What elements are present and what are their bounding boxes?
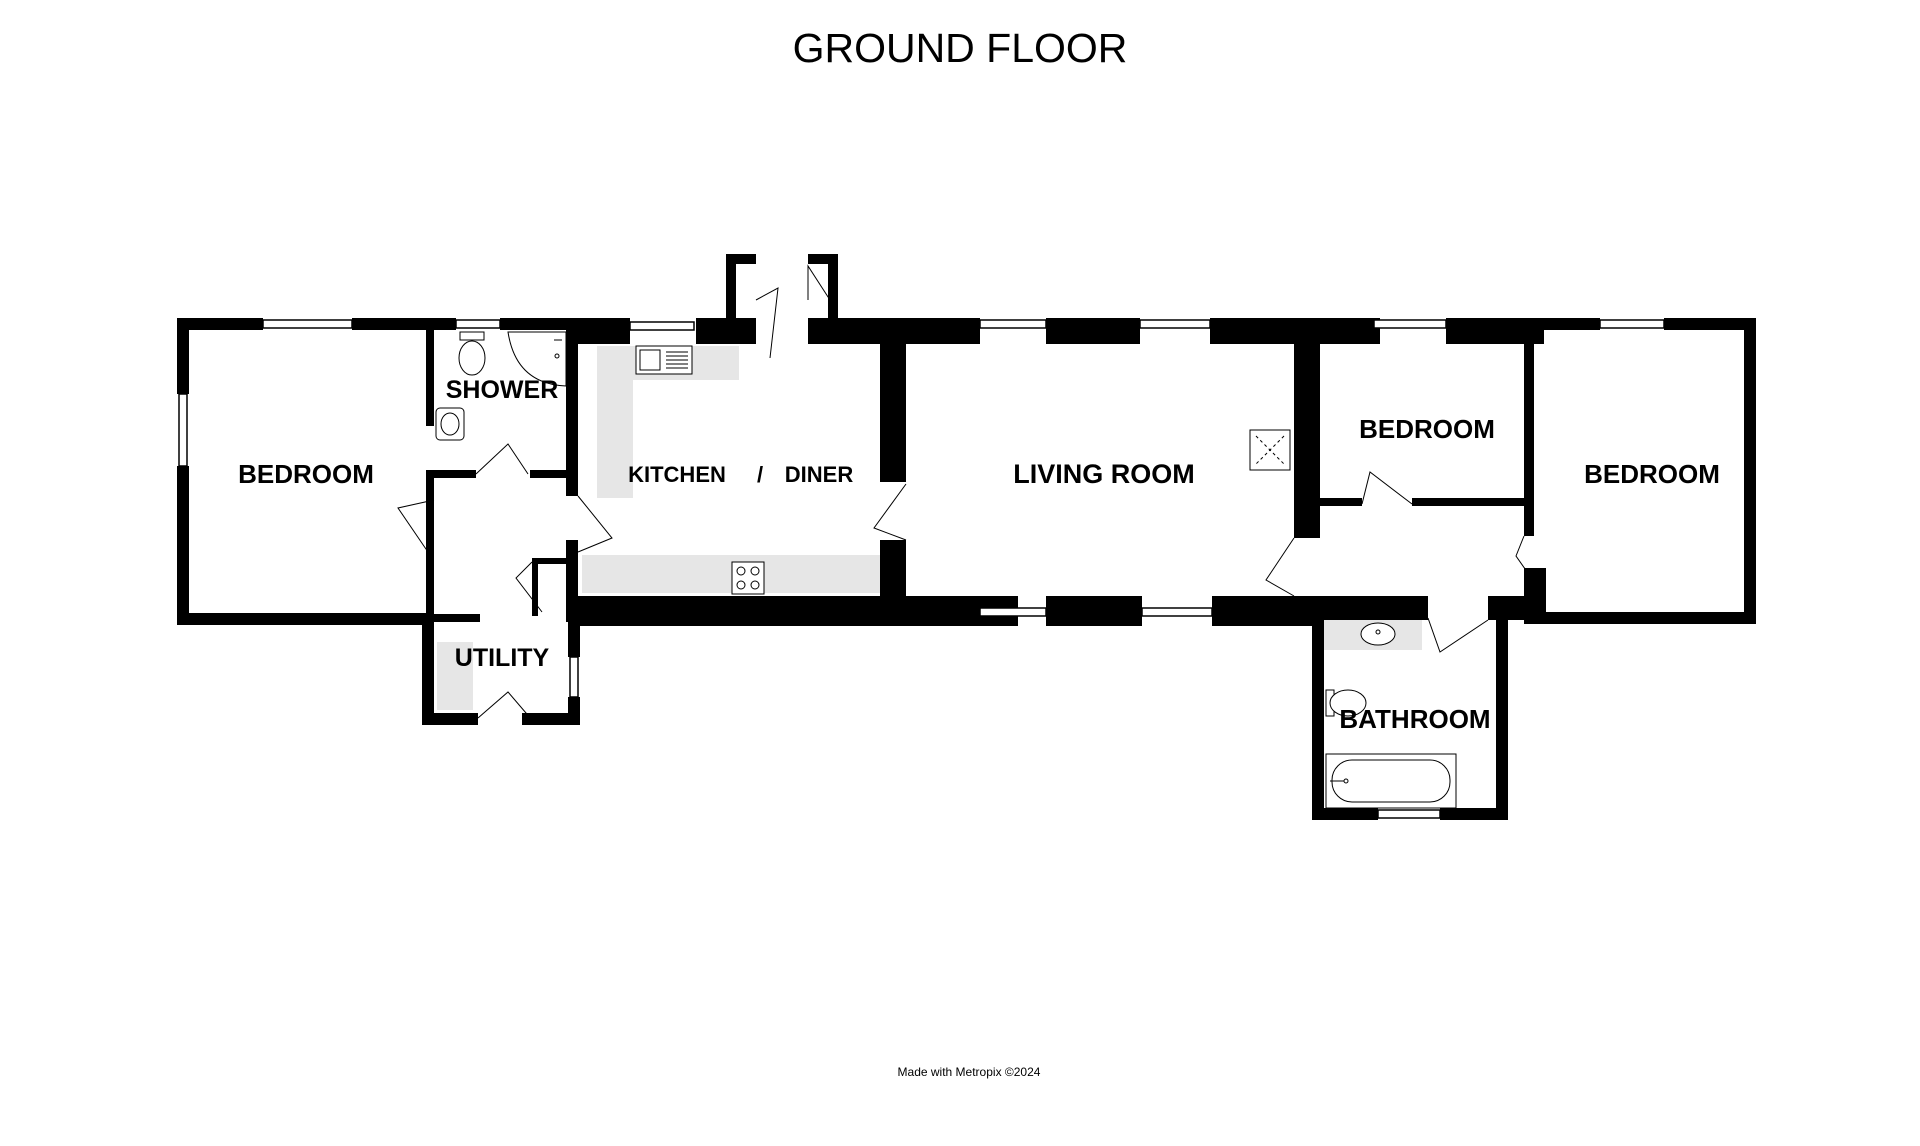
window [569, 656, 579, 698]
room-label-living-room: LIVING ROOM [1013, 459, 1195, 489]
kitchen-sink-icon [635, 345, 693, 375]
window [262, 319, 353, 329]
floor-title: GROUND FLOOR [793, 25, 1128, 71]
window [1373, 319, 1447, 329]
room-labels: BEDROOM SHOWER UTILITY KITCHEN / DINER L… [238, 376, 1720, 734]
room-label-bathroom: BATHROOM [1339, 704, 1490, 734]
window [1599, 319, 1665, 329]
hob-icon [731, 561, 765, 595]
fixtures [435, 331, 1457, 809]
window [979, 607, 1047, 617]
room-label-diner: DINER [785, 462, 854, 487]
toilet-icon [1325, 689, 1367, 717]
walls [177, 254, 1756, 820]
basin-icon [1360, 622, 1396, 646]
windows [178, 319, 1665, 819]
toilet-icon [458, 331, 486, 376]
room-label-bedroom-right: BEDROOM [1584, 459, 1720, 489]
room-label-utility: UTILITY [455, 644, 550, 672]
room-label-bedroom-left: BEDROOM [238, 459, 374, 489]
window [1141, 607, 1213, 617]
room-label-kitchen: KITCHEN [628, 462, 726, 487]
window [178, 393, 188, 467]
room-label-bedroom-middle: BEDROOM [1359, 414, 1495, 444]
shower-tray-icon [507, 331, 567, 387]
kitchen-worktops [437, 346, 1422, 710]
window [629, 321, 695, 331]
basin-icon [435, 407, 465, 441]
bath-icon [1325, 753, 1457, 809]
credit-text: Made with Metropix ©2024 [898, 1065, 1041, 1079]
stove-icon [1249, 429, 1291, 471]
room-label-slash: / [757, 462, 763, 487]
window [979, 319, 1047, 329]
doors [397, 264, 1545, 721]
room-label-shower: SHOWER [446, 376, 559, 404]
window [1139, 319, 1211, 329]
window [455, 319, 501, 329]
window [1377, 809, 1441, 819]
